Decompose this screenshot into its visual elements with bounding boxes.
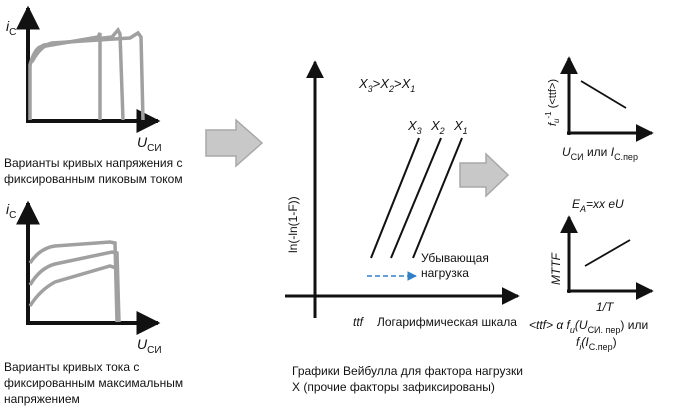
- bottom-left-caption-line-2: фиксированным максимальным: [4, 376, 183, 390]
- decreasing-load-label-line-2: нагрузка: [421, 266, 469, 280]
- bottom-left-panel: iC UСИ Варианты кривых тока с фиксирован…: [4, 200, 183, 406]
- right-bottom-panel: EA=xx eU MTTF 1/T <ttf> α fu(UСИ. пер) и…: [529, 197, 654, 352]
- weibull-line-x3: [370, 137, 420, 259]
- right-top-y-label: fu-1 (<ttf>): [544, 79, 561, 126]
- top-left-y-label: iC: [6, 18, 16, 38]
- block-arrow-right: [459, 152, 510, 198]
- bottom-left-x-label: UСИ: [137, 336, 162, 356]
- weibull-y-label: ln(-ln(1-F)): [286, 196, 300, 253]
- top-left-panel: iC UСИ Варианты кривых напряжения с фикс…: [4, 5, 183, 186]
- right-bottom-x-label: 1/T: [596, 300, 615, 314]
- bottom-left-caption-line-3: напряжением: [4, 392, 80, 406]
- right-top-trend-line: [580, 80, 627, 109]
- top-left-caption-line-1: Варианты кривых напряжения с: [4, 156, 182, 170]
- right-bottom-y-label: MTTF: [549, 252, 563, 285]
- weibull-caption-line-1: Графики Вейбулла для фактора нагрузки: [292, 364, 523, 378]
- weibull-x-label-ttf: ttf: [353, 315, 365, 329]
- right-top-x-label: UСИ или IС.пер: [562, 145, 638, 162]
- current-curve-2: [28, 250, 121, 323]
- decreasing-load-label-line-1: Убывающая: [421, 251, 489, 265]
- block-arrow-left: [205, 118, 264, 168]
- current-curve-1: [28, 240, 119, 323]
- voltage-curve-3: [30, 30, 145, 121]
- weibull-line-label-x3: X3: [407, 118, 422, 136]
- weibull-x-label-log-scale: Логарифмическая шкала: [377, 315, 517, 329]
- bottom-left-caption-line-1: Варианты кривых тока с: [4, 360, 139, 374]
- weibull-line-x1: [412, 137, 463, 259]
- right-bottom-trend-line: [584, 239, 631, 267]
- proportionality-formula-line-2: fi(IС.пер): [576, 335, 617, 352]
- activation-energy-label: EA=xx eU: [572, 197, 624, 214]
- top-left-x-label: UСИ: [137, 134, 162, 154]
- voltage-curve-2: [28, 26, 125, 121]
- weibull-panel: ln(-ln(1-F)) X3>X2>X1 X3 X2 X1 Убывающая…: [285, 60, 523, 394]
- bottom-left-y-label: iC: [6, 201, 16, 221]
- top-left-caption-line-2: фиксированным пиковым током: [4, 172, 183, 186]
- weibull-ordering: X3>X2>X1: [358, 76, 415, 94]
- weibull-caption-line-2: X (прочие факторы зафиксированы): [292, 380, 495, 394]
- current-curve-3: [28, 264, 120, 323]
- right-top-panel: fu-1 (<ttf>) UСИ или IС.пер: [544, 56, 654, 162]
- proportionality-formula-line-1: <ttf> α fu(UСИ. пер) или: [529, 318, 648, 335]
- weibull-line-x2: [390, 137, 442, 259]
- weibull-line-label-x2: X2: [430, 118, 445, 136]
- weibull-line-label-x1: X1: [453, 118, 468, 136]
